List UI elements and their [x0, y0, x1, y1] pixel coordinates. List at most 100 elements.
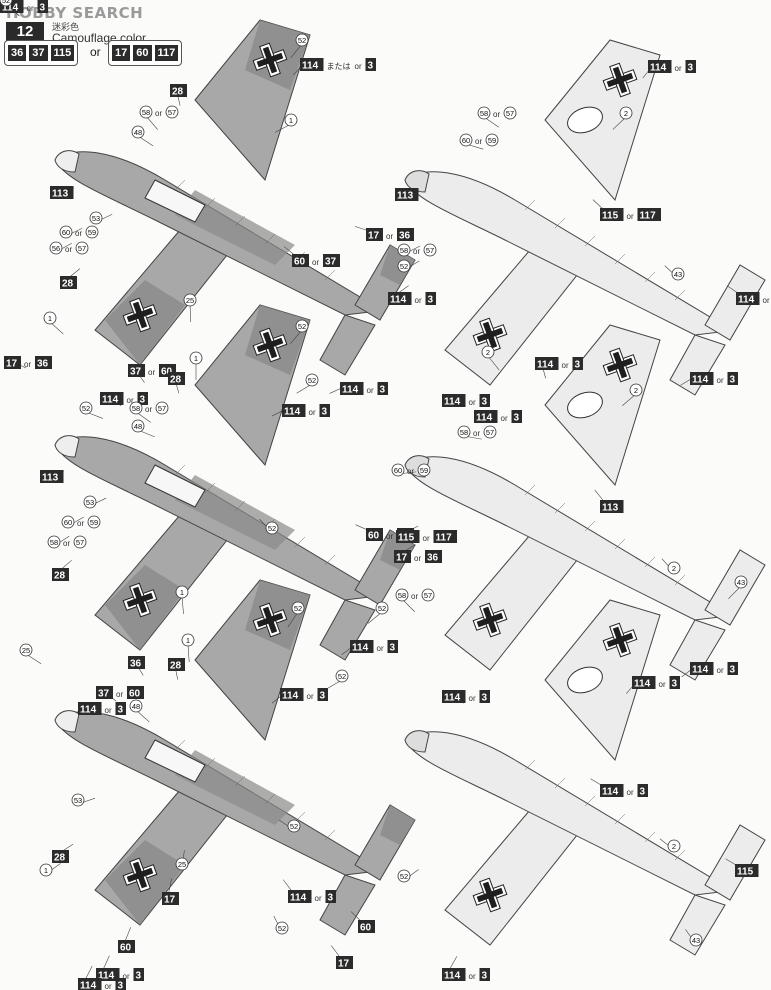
- tailplane: [704, 264, 766, 341]
- leader-line: [49, 321, 64, 335]
- decal-callout: 52: [0, 0, 13, 7]
- color-chip-text: 17: [6, 359, 18, 370]
- color-chip-text: 117: [436, 533, 453, 544]
- decal-number: 1: [194, 354, 198, 363]
- decal-callout: 2: [667, 839, 681, 853]
- color-chip-text: 60: [161, 367, 173, 378]
- panel-line: [174, 464, 186, 476]
- color-chip-bg: [292, 254, 309, 267]
- or-text: or: [116, 690, 123, 699]
- tailplane: [669, 334, 726, 396]
- color-chip-text: 114: [444, 693, 461, 704]
- or-text: or: [469, 398, 476, 407]
- color-callout: 28: [168, 658, 185, 672]
- panel-line: [584, 235, 596, 247]
- decal-circle: [79, 401, 93, 415]
- color-option-a: 36 37 115: [4, 40, 79, 66]
- color-chip-text: 3: [320, 691, 326, 702]
- color-chip-text: 28: [62, 279, 74, 290]
- wing: [444, 534, 586, 671]
- decal-number: 59: [420, 466, 428, 475]
- color-callout: 17: [162, 892, 179, 906]
- tailplane: [669, 619, 726, 681]
- or-text: or: [63, 539, 70, 548]
- panel-line: [674, 289, 686, 301]
- or-text: or: [307, 692, 314, 701]
- camouflage-patch: [175, 750, 295, 825]
- color-chip-text: 114: [352, 643, 369, 654]
- decal-callout: 53: [83, 495, 97, 509]
- color-chip-text: 113: [397, 191, 414, 202]
- color-chip-bg: [535, 357, 559, 370]
- panel-line: [294, 536, 306, 548]
- decal-number: 48: [132, 702, 140, 711]
- decal-callout: 52: [275, 921, 289, 935]
- color-chip-bg: [397, 228, 414, 241]
- panel-line: [204, 197, 216, 209]
- color-chip-text: 114: [390, 295, 407, 306]
- decal-circle: [397, 243, 411, 257]
- panel-line: [174, 179, 186, 191]
- panel-line: [674, 849, 686, 861]
- color-chip-text: 17: [164, 895, 176, 906]
- leader-line: [487, 355, 500, 371]
- camouflage-patch: [380, 805, 415, 845]
- decal-number: 60: [64, 518, 72, 527]
- decal-circle: [375, 601, 389, 615]
- balkenkreuz: [252, 602, 288, 638]
- color-callout: 113: [600, 500, 624, 514]
- color-chip-text: 3: [482, 693, 488, 704]
- decal-circle: [175, 585, 189, 599]
- color-chip-text: 3: [730, 665, 736, 676]
- color-chip-bg: [395, 188, 419, 201]
- aircraft-upper-view: [54, 579, 416, 936]
- decal-number: 52: [298, 322, 306, 331]
- spinner: [54, 435, 80, 458]
- color-chip-text: 37: [325, 257, 337, 268]
- color-chip-text: 114: [692, 375, 709, 386]
- color-chip-bg: [358, 920, 375, 933]
- color-chip-bg: [394, 550, 411, 563]
- panel-line: [524, 484, 536, 496]
- panel-line: [324, 269, 336, 281]
- color-chip-bg: [442, 968, 466, 981]
- aircraft-lower-view: [404, 599, 766, 956]
- color-callout: 28: [52, 850, 69, 864]
- decal-callout: 48: [129, 699, 143, 713]
- panel-line: [524, 759, 536, 771]
- panel-line: [234, 775, 246, 787]
- panel-line: [524, 199, 536, 211]
- decal-number: 52: [338, 672, 346, 681]
- color-chip-bg: [366, 228, 383, 241]
- color-chip-text: 37: [98, 689, 110, 700]
- decal-circle: [671, 267, 685, 281]
- color-chip-bg: [479, 394, 490, 407]
- decal-circle: [295, 319, 309, 333]
- or-text: or: [501, 414, 508, 423]
- color-chip-text: 3: [575, 360, 581, 371]
- decal-number: 43: [674, 270, 682, 279]
- wing: [544, 324, 661, 487]
- color-chip-text: 28: [172, 87, 184, 98]
- decal-circle: [284, 113, 298, 127]
- decal-circle: [129, 401, 143, 415]
- decal-circle: [175, 857, 189, 871]
- decal-circle: [131, 419, 145, 433]
- color-chip-text: 114: [102, 395, 119, 406]
- decal-circle: [85, 225, 99, 239]
- decal-number: 2: [672, 842, 676, 851]
- decal-circle: [265, 521, 279, 535]
